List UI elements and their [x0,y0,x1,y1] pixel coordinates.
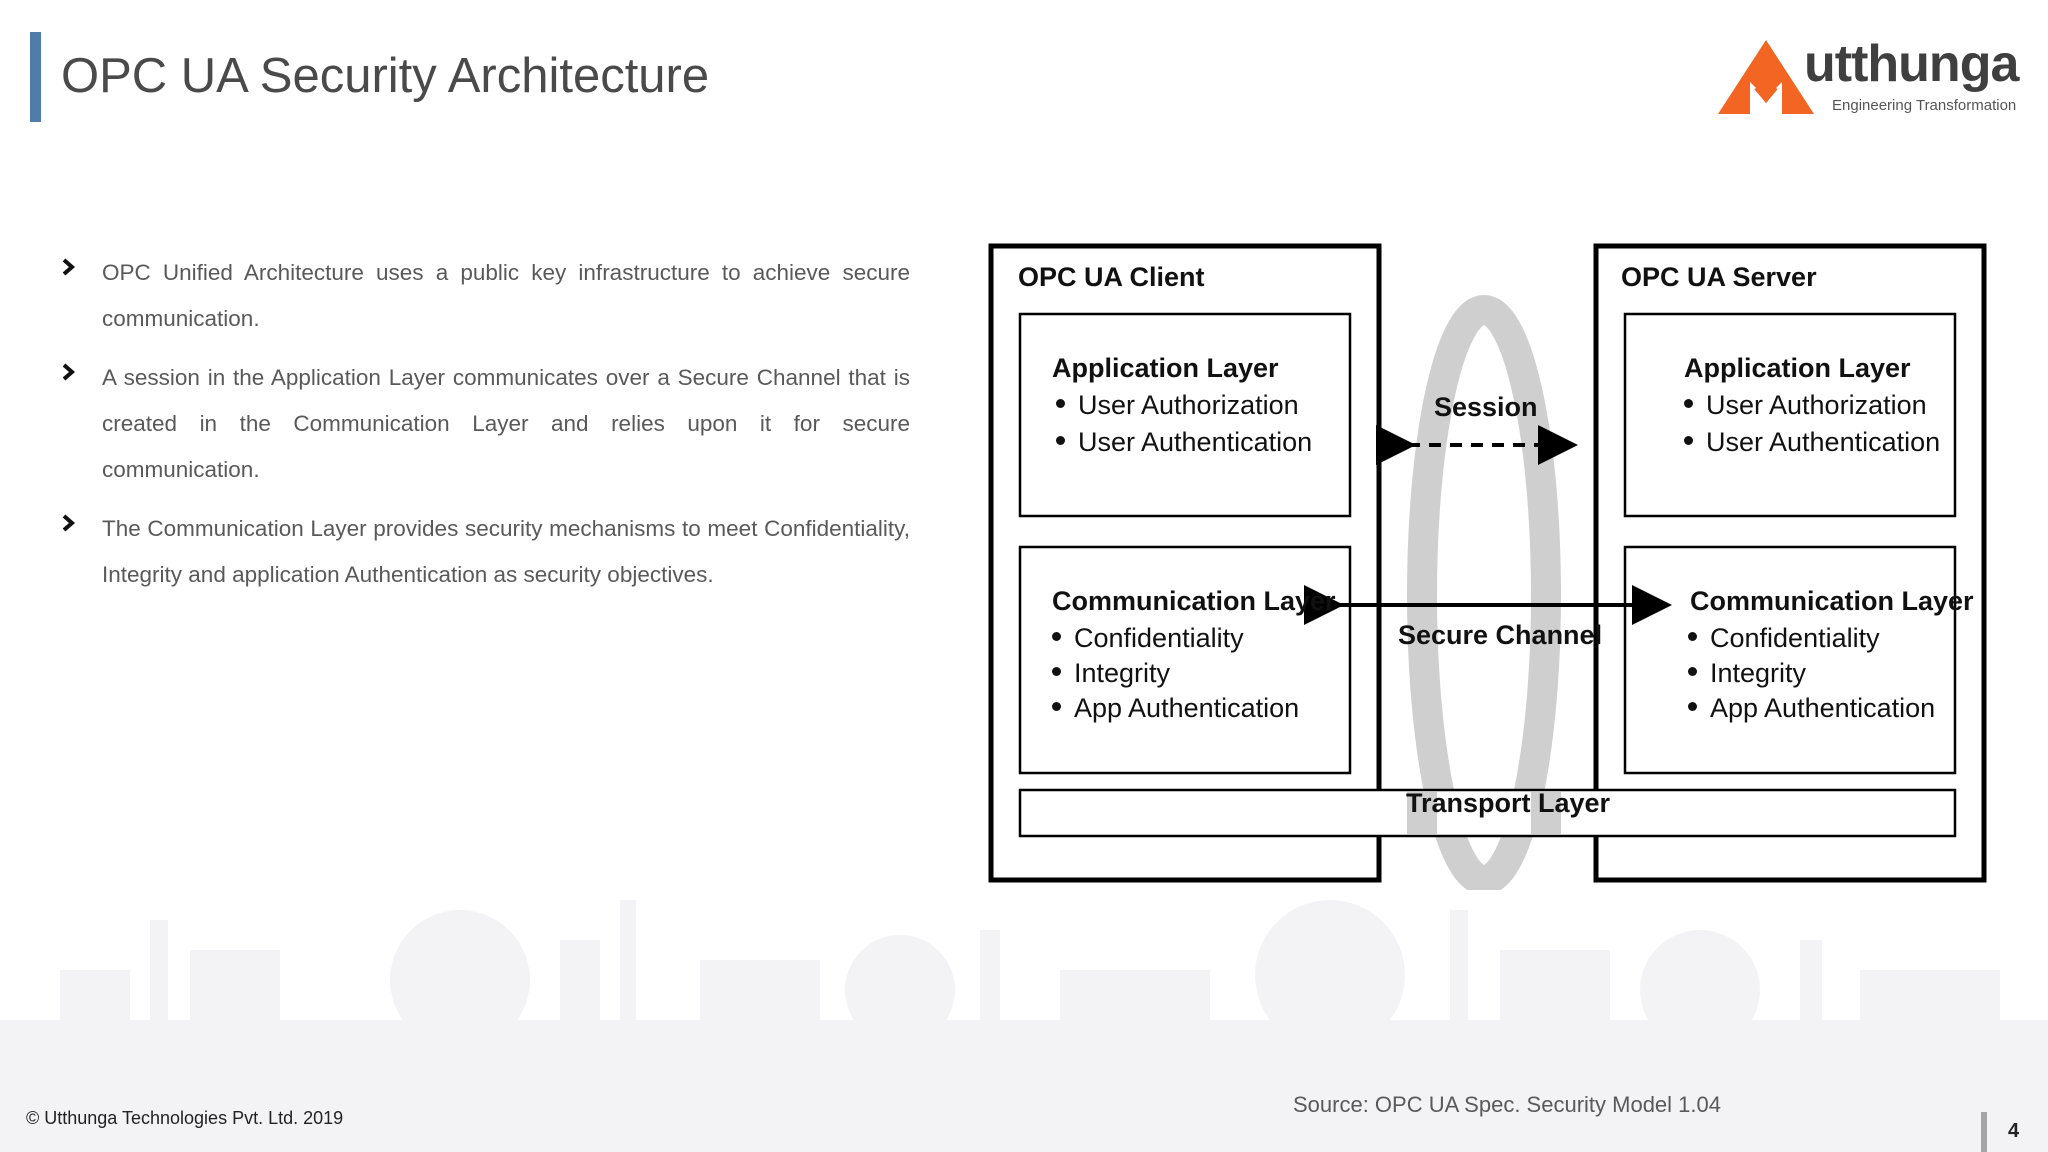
server-title: OPC UA Server [1621,262,1817,292]
client-app-layer-title: Application Layer [1052,353,1279,383]
source-citation: Source: OPC UA Spec. Security Model 1.04 [1293,1092,1721,1117]
client-app-item: User Authentication [1056,427,1312,458]
utthunga-triangle-logo-icon [1718,40,1814,114]
slide-title: OPC UA Security Architecture [61,49,710,103]
server-comm-layer-box [1623,545,1957,775]
client-comm-item: Integrity [1052,658,1170,689]
bullet-text: OPC Unified Architecture uses a public k… [102,260,910,331]
bullet-item: A session in the Application Layer commu… [60,355,910,493]
server-box [1593,243,1987,883]
client-comm-layer-box [1018,545,1352,775]
server-comm-layer-title: Communication Layer [1690,586,1974,616]
server-app-item: User Authorization [1684,390,1927,421]
session-label: Session [1434,392,1538,422]
page-number-bar [1981,1112,1987,1152]
server-comm-item: Integrity [1688,658,1806,689]
company-logo: utthunga Engineering Transformation [1716,35,2019,118]
bullet-item: OPC Unified Architecture uses a public k… [60,250,910,342]
client-comm-item: Confidentiality [1052,623,1244,654]
transport-layer-label: Transport Layer [1406,788,1611,818]
copyright-footer: © Utthunga Technologies Pvt. Ltd. 2019 [26,1108,344,1128]
logo-wordmark: utthunga [1804,35,2019,93]
server-comm-item: App Authentication [1688,693,1935,724]
secure-channel-label: Secure Channel [1398,620,1603,650]
chevron-right-icon [62,363,76,381]
transport-layer-bar [1018,788,1957,838]
client-app-layer-box [1018,312,1352,518]
title-accent-bar [30,32,41,122]
bullet-text: The Communication Layer provides securit… [102,516,910,587]
diagram-shapes [988,243,1987,890]
page-number: 4 [2008,1120,2020,1142]
server-app-layer-title: Application Layer [1684,353,1911,383]
security-architecture-diagram: OPC UA Client Application Layer User Aut… [988,240,1988,890]
client-comm-item: App Authentication [1052,693,1299,724]
bullet-list: OPC Unified Architecture uses a public k… [60,250,910,611]
client-comm-layer-title: Communication Layer [1052,586,1336,616]
server-app-layer-box [1623,312,1957,518]
client-title: OPC UA Client [1018,262,1205,292]
bullet-item: The Communication Layer provides securit… [60,506,910,598]
server-app-item: User Authentication [1684,427,1940,458]
industrial-skyline-watermark [0,900,2048,1152]
chevron-right-icon [62,258,76,276]
server-comm-item: Confidentiality [1688,623,1880,654]
chevron-right-icon [62,514,76,532]
logo-tagline: Engineering Transformation [1832,97,2017,114]
client-app-item: User Authorization [1056,390,1299,421]
client-box [988,243,1382,883]
bullet-text: A session in the Application Layer commu… [102,365,910,482]
